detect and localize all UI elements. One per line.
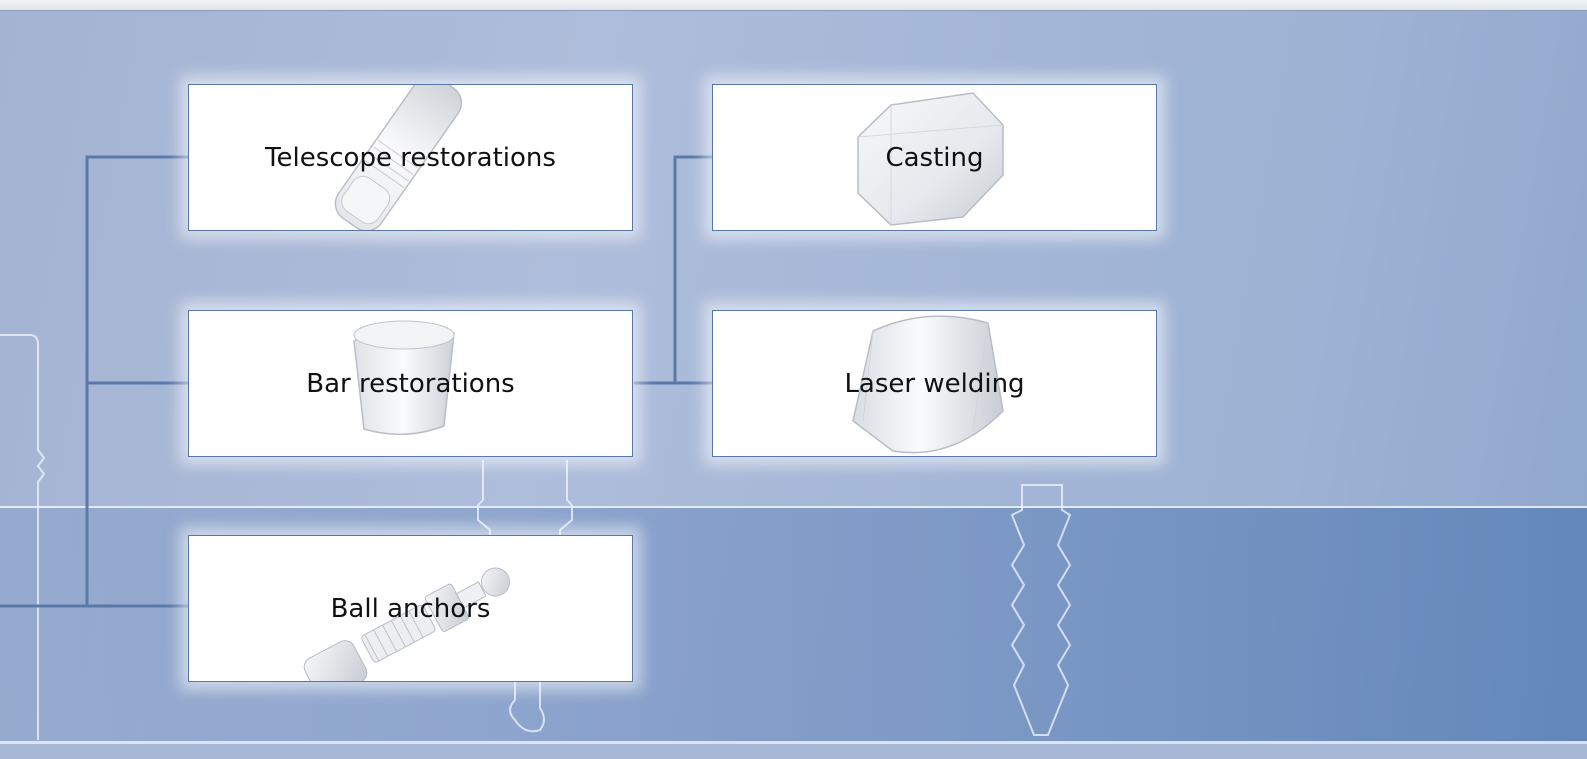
node-label: Ball anchors xyxy=(330,593,491,624)
bar-sleeve-icon xyxy=(353,320,455,436)
bottom-strip xyxy=(0,744,1587,759)
top-strip xyxy=(0,0,1587,11)
horizon-line xyxy=(0,506,1587,508)
casting-cap-icon xyxy=(857,92,1004,226)
implant-outline-center-tip xyxy=(509,680,545,733)
node-laser-welding[interactable]: Laser welding xyxy=(712,310,1157,457)
telescope-crown-icon xyxy=(334,85,463,230)
node-label: Bar restorations xyxy=(306,368,515,399)
node-label: Telescope restorations xyxy=(265,142,556,173)
edge-root-telescope xyxy=(85,155,188,606)
node-bar-restorations[interactable]: Bar restorations xyxy=(188,310,633,457)
node-label: Casting xyxy=(885,142,984,173)
node-label: Laser welding xyxy=(844,368,1025,399)
bottom-line xyxy=(0,741,1587,744)
ball-anchor-icon xyxy=(303,567,511,681)
edge-bar-casting xyxy=(673,155,712,383)
node-telescope-restorations[interactable]: Telescope restorations xyxy=(188,84,633,231)
node-ball-anchors[interactable]: Ball anchors xyxy=(188,535,633,682)
node-casting[interactable]: Casting xyxy=(712,84,1157,231)
implant-outline-left xyxy=(0,334,46,740)
laser-sleeve-icon xyxy=(852,315,1004,454)
implant-outline-right xyxy=(1010,484,1072,736)
